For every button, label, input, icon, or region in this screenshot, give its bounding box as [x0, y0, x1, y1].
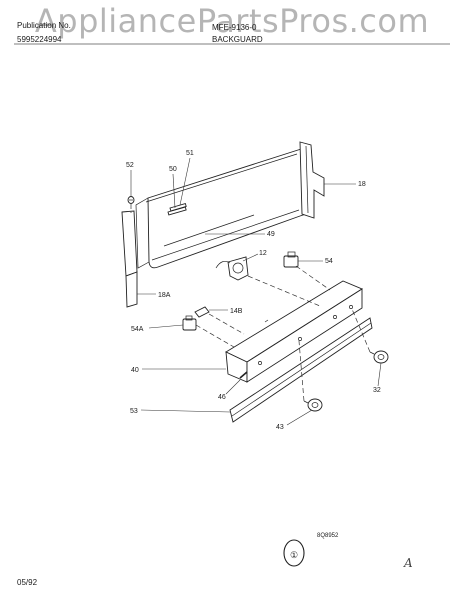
end-cap-right [299, 141, 325, 219]
callout-54: 54 [325, 258, 333, 265]
callout-51: 51 [186, 150, 194, 157]
switch-54A [182, 315, 197, 331]
callout-14B: 14B [230, 308, 243, 315]
callouts: 52 50 51 18 49 12 54 18A 14B 54A 40 46 3… [126, 150, 382, 431]
knob-43 [303, 398, 323, 412]
knob-32 [369, 350, 389, 364]
callout-53: 53 [130, 408, 138, 415]
switch-54 [283, 251, 299, 268]
control-panel-40 [225, 280, 363, 383]
end-cap-left [121, 210, 138, 308]
callout-18A: 18A [158, 292, 171, 299]
screw-46 [239, 371, 248, 379]
callout-54A: 54A [131, 326, 144, 333]
backguard-panel [135, 148, 310, 269]
corner-mark: A [403, 556, 413, 570]
page-mark-circle [283, 539, 305, 567]
publication-label: Publication No. [17, 21, 71, 30]
callout-43: 43 [276, 424, 284, 431]
lamp-14B [194, 306, 210, 318]
publication-number: 5995224994 [17, 35, 62, 44]
callout-32: 32 [373, 387, 381, 394]
callout-49: 49 [267, 231, 275, 238]
section-title: BACKGUARD [212, 35, 263, 44]
footer-date: 05/92 [17, 578, 38, 587]
callout-50: 50 [169, 166, 177, 173]
callout-52: 52 [126, 162, 134, 169]
callout-12: 12 [259, 250, 267, 257]
timer-12 [215, 256, 249, 281]
assembly-lines [130, 204, 371, 402]
figure-code: 8Q8952 [317, 533, 339, 539]
clips-50-51 [167, 203, 187, 216]
page-mark: ① [290, 551, 298, 561]
model-line: MFE-9136-0 [212, 23, 257, 32]
trim-53 [229, 317, 373, 423]
screw-52 [127, 196, 135, 204]
callout-18: 18 [358, 181, 366, 188]
callout-40: 40 [131, 367, 139, 374]
watermark: AppliancePartsPros.com [34, 2, 430, 40]
callout-46: 46 [218, 394, 226, 401]
